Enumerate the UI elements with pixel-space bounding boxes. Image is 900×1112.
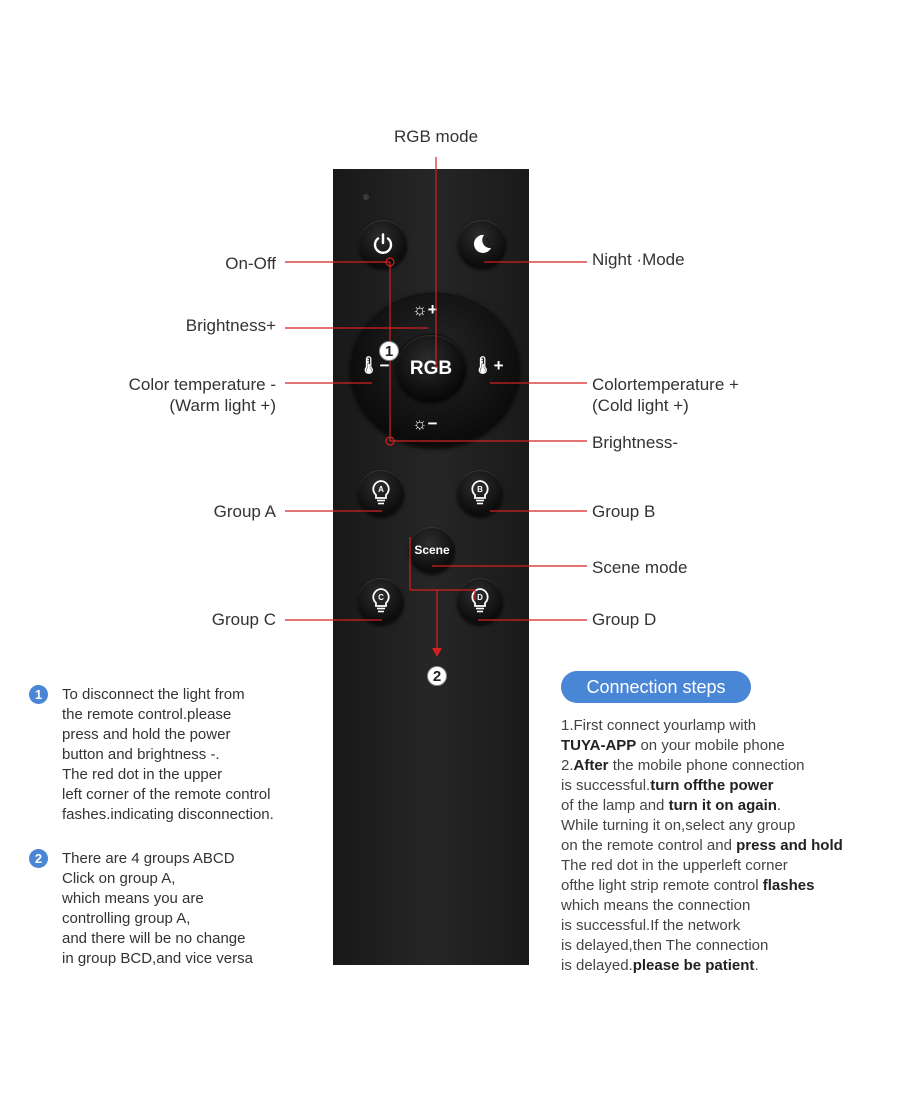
note-1-number: 1 [29,685,48,704]
color-temp-down-button[interactable]: 🌡− [358,356,390,376]
label-group-d: Group D [592,610,657,629]
connection-step-line: is delayed,then The connection [561,936,843,956]
group-b-button[interactable]: B [457,470,503,516]
label-color-temp-minus-line2: (Warm light +) [169,396,276,415]
step-text: is successful.If the network [561,917,741,934]
connection-step-line: is successful.If the network [561,916,843,936]
connection-step-line: 1.First connect yourlamp with [561,716,843,736]
step-emphasis: please be patient [632,957,755,974]
step-emphasis: turn offthe power [650,777,774,794]
label-night-mode: Night ·Mode [592,250,685,269]
label-group-b: Group B [592,502,656,521]
step-text: of the lamp and [561,797,669,814]
step-text: which means the connection [561,897,751,914]
connection-step-line: 2.After the mobile phone connection [561,756,843,776]
label-rgb-mode: RGB mode [394,127,479,146]
connection-step-line: The red dot in the upperleft corner [561,856,843,876]
power-button[interactable] [359,220,407,268]
connection-step-line: TUYA-APP on your mobile phone [561,736,843,756]
connection-step-line: which means the connection [561,896,843,916]
label-color-temp-minus: Color temperature - (Warm light +) [129,374,276,416]
marker-2: 2 [427,666,447,686]
step-emphasis: turn it on again [668,797,777,814]
svg-text:D: D [477,593,483,602]
thermometer-icon: 🌡− [358,356,390,375]
svg-text:C: C [378,593,384,602]
step-emphasis: flashes [762,877,815,894]
label-color-temp-plus: Colortemperature + (Cold light +) [592,374,739,416]
step-emphasis: After [573,757,609,774]
connection-step-line: of the lamp and turn it on again. [561,796,843,816]
connection-steps-title: Connection steps [561,671,751,703]
svg-text:A: A [378,485,384,494]
group-d-button[interactable]: D [457,578,503,624]
step-text: 2. [561,757,574,774]
color-temp-up-button[interactable]: 🌡+ [472,356,504,376]
night-mode-button[interactable] [458,220,506,268]
note-2-number: 2 [29,849,48,868]
note-2-text: There are 4 groups ABCD Click on group A… [62,850,253,967]
step-text: ofthe light strip remote control [561,877,763,894]
group-a-button[interactable]: A [358,470,404,516]
connection-step-line: While turning it on,select any group [561,816,843,836]
label-color-temp-plus-line1: Colortemperature + [592,375,739,394]
marker-1: 1 [379,341,399,361]
step-emphasis: TUYA-APP [561,737,637,754]
group-c-button[interactable]: C [358,578,404,624]
label-group-a: Group A [213,502,276,521]
step-text: . [754,957,759,974]
step-text: 1.First connect yourlamp with [561,717,757,734]
step-text: is successful. [561,777,651,794]
rgb-button[interactable]: RGB [396,335,466,403]
step-text: on your mobile phone [636,737,785,754]
step-text: on the remote control and [561,837,737,854]
step-text: . [776,797,782,814]
thermometer-icon: 🌡+ [472,356,504,375]
scene-label: Scene [414,543,450,557]
brightness-up-button[interactable]: ☼+ [412,300,438,320]
step-text: The red dot in the upperleft corner [561,857,788,874]
label-group-c: Group C [211,610,276,629]
bulb-icon: C [372,588,390,613]
sun-icon: ☼+ [412,300,438,319]
note-1-text: To disconnect the light from the remote … [62,686,274,823]
label-color-temp-plus-line2: (Cold light +) [592,396,689,415]
connection-step-line: is delayed.please be patient. [561,956,843,976]
label-scene-mode: Scene mode [592,558,688,577]
label-color-temp-minus-line1: Color temperature - [128,375,276,394]
bulb-icon: A [372,480,390,505]
connection-step-line: is successful.turn offthe power [561,776,843,796]
status-led [363,194,369,200]
sun-icon: ☼− [412,414,438,433]
bulb-icon: B [471,480,489,505]
step-text: is delayed. [561,957,633,974]
scene-button[interactable]: Scene [409,527,455,573]
power-icon [373,233,393,254]
connection-step-line: on the remote control and press and hold [561,836,843,856]
label-brightness-minus: Brightness- [592,433,678,452]
step-emphasis: press and hold [736,837,843,854]
connection-step-line: ofthe light strip remote control flashes [561,876,843,896]
step-text: is delayed,then The connection [561,937,769,954]
brightness-down-button[interactable]: ☼− [412,414,438,434]
label-on-off: On-Off [225,254,276,273]
step-text: the mobile phone connection [608,757,805,774]
bulb-icon: D [471,588,489,613]
svg-text:B: B [477,485,483,494]
step-text: While turning it on,select any group [561,817,796,834]
label-brightness-plus: Brightness+ [185,316,276,335]
moon-icon [473,234,491,253]
